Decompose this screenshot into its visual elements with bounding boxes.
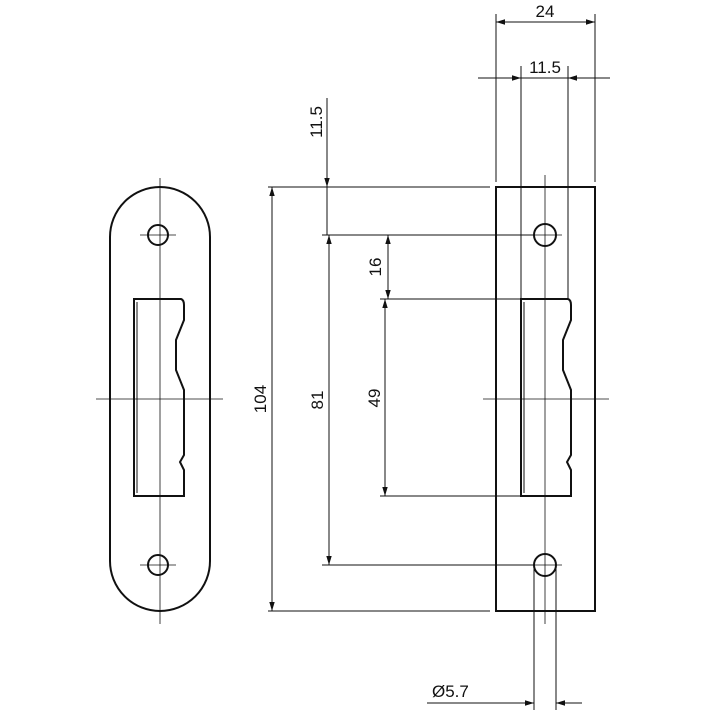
dimension-hole-spacing: 81 bbox=[308, 234, 534, 566]
dimension-label-diameter: Ø5.7 bbox=[432, 682, 469, 701]
dimension-height-total: 104 bbox=[251, 186, 490, 612]
dimension-slot-height: 49 bbox=[365, 299, 521, 497]
bar-latch-slot bbox=[520, 298, 572, 497]
dimension-hole-diameter: Ø5.7 bbox=[427, 565, 582, 710]
dimension-label-104: 104 bbox=[251, 385, 270, 413]
dimension-hole-to-slot: 16 bbox=[366, 235, 521, 300]
plate-latch-slot bbox=[133, 298, 185, 497]
dimension-width-total: 24 bbox=[495, 2, 596, 182]
dimension-label-81: 81 bbox=[308, 391, 327, 410]
dimension-label-49: 49 bbox=[365, 389, 384, 408]
strike-plate-side-view bbox=[483, 175, 609, 624]
dimension-label-24: 24 bbox=[536, 2, 555, 21]
dimension-offset-top: 11.5 bbox=[307, 98, 490, 235]
dimension-label-11-5-vertical: 11.5 bbox=[307, 106, 326, 138]
strike-plate-front-view bbox=[96, 178, 223, 624]
dimension-label-16: 16 bbox=[366, 258, 385, 277]
dimension-label-11-5-top: 11.5 bbox=[529, 58, 561, 77]
dimension-width-slot: 11.5 bbox=[478, 58, 610, 299]
